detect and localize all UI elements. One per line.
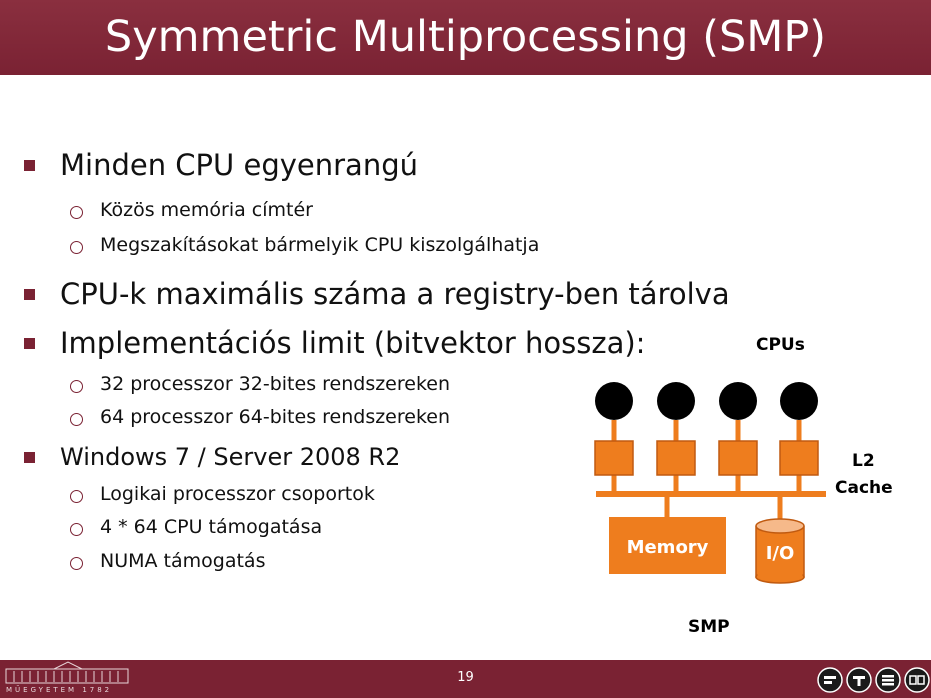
io-cylinder-icon	[755, 518, 805, 584]
circle-bullet-icon	[70, 490, 83, 503]
t-logo	[846, 667, 872, 693]
university-building-logo	[5, 661, 129, 684]
bullet-text: 64 processzor 64-bites rendszereken	[100, 406, 451, 428]
memory-box	[609, 517, 726, 574]
page-number: 19	[457, 670, 474, 685]
cpu-icon	[595, 382, 633, 420]
cpu-icon	[780, 382, 818, 420]
square-bullet-icon	[24, 338, 35, 349]
bullet-text: NUMA támogatás	[100, 550, 266, 572]
bullet-text: 32 processzor 32-bites rendszereken	[100, 373, 451, 395]
circle-bullet-icon	[70, 413, 83, 426]
bullet-level2: 64 processzor 64-bites rendszereken	[70, 406, 451, 428]
bullet-text: Közös memória címtér	[100, 199, 313, 221]
smp-label: SMP	[688, 617, 730, 637]
bullet-text: CPU-k maximális száma a registry-ben tár…	[60, 277, 730, 311]
square-bullet-icon	[24, 289, 35, 300]
circle-bullet-icon	[70, 380, 83, 393]
square-bullet-icon	[24, 452, 35, 463]
circle-bullet-icon	[70, 557, 83, 570]
bullet-text: Megszakításokat bármelyik CPU kiszolgálh…	[100, 234, 540, 256]
cpus-label: CPUs	[756, 335, 805, 355]
bullet-text: Windows 7 / Server 2008 R2	[60, 443, 401, 471]
cpu-icon	[657, 382, 695, 420]
l2-caches	[594, 440, 819, 476]
bullet-level1: Windows 7 / Server 2008 R2	[24, 443, 401, 471]
circle-bullet-icon	[70, 241, 83, 254]
bullet-level2: 32 processzor 32-bites rendszereken	[70, 373, 451, 395]
university-logo-text: MŰEGYETEM 1782	[6, 686, 113, 694]
title-bar	[0, 0, 931, 75]
bullet-text: 4 * 64 CPU támogatása	[100, 516, 323, 538]
bullet-level2: 4 * 64 CPU támogatása	[70, 516, 323, 538]
bullet-level2: Megszakításokat bármelyik CPU kiszolgálh…	[70, 234, 540, 256]
l2-cache-box	[779, 440, 819, 476]
bullet-level1: Minden CPU egyenrangú	[24, 148, 418, 182]
l2-cache-box	[656, 440, 696, 476]
rg-logo	[904, 667, 930, 693]
l2-cache-box	[594, 440, 634, 476]
bullet-level2: Logikai processzor csoportok	[70, 483, 375, 505]
s-logo	[875, 667, 901, 693]
bullet-text: Logikai processzor csoportok	[100, 483, 375, 505]
circle-bullet-icon	[70, 523, 83, 536]
square-bullet-icon	[24, 160, 35, 171]
bullet-level2: Közös memória címtér	[70, 199, 313, 221]
cache-connectors	[611, 474, 802, 494]
bullet-level1: CPU-k maximális száma a registry-ben tár…	[24, 277, 730, 311]
memory-label: Memory	[626, 537, 709, 558]
l2-cache-box	[718, 440, 758, 476]
cpu-icon	[719, 382, 757, 420]
cpus	[595, 382, 818, 420]
footer-bar	[0, 660, 931, 698]
slide-title: Symmetric Multiprocessing (SMP)	[104, 12, 827, 62]
f-logo	[817, 667, 843, 693]
bullet-text: Minden CPU egyenrangú	[60, 148, 418, 182]
bullet-level2: NUMA támogatás	[70, 550, 266, 572]
partner-logos	[817, 667, 930, 693]
io-label: I/O	[765, 543, 795, 564]
bullet-level1: Implementációs limit (bitvektor hossza):	[24, 326, 646, 360]
cpu-connectors	[611, 420, 802, 442]
bullet-text: Implementációs limit (bitvektor hossza):	[60, 326, 646, 360]
cache-label: Cache	[835, 478, 893, 498]
l2-label: L2	[852, 451, 875, 471]
circle-bullet-icon	[70, 206, 83, 219]
